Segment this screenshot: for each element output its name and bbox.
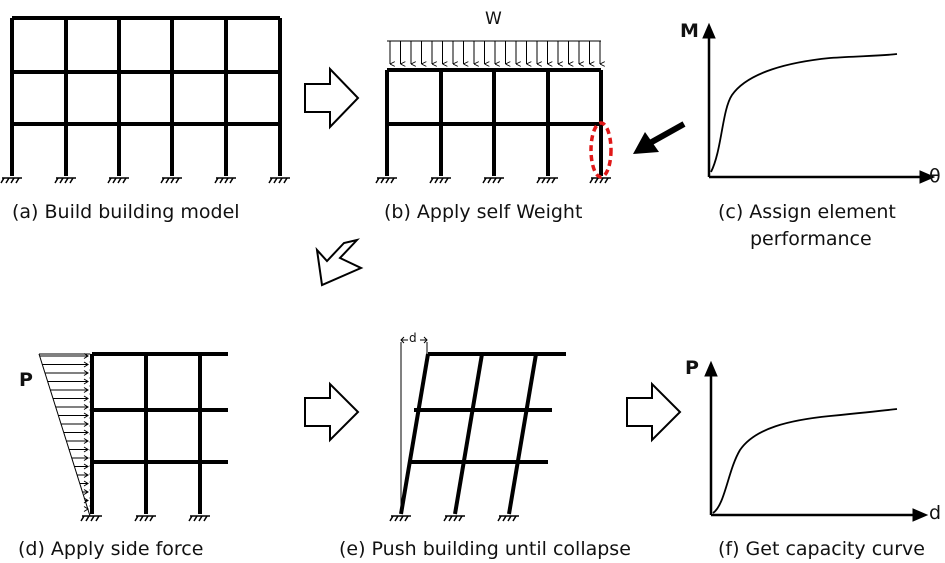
side-load-arrowhead	[83, 446, 89, 453]
caption-c-line1: (c) Assign element	[718, 201, 896, 223]
load-p-label: P	[19, 369, 33, 391]
graph-f-y-label: P	[685, 357, 699, 379]
frame-self-weight	[375, 40, 613, 184]
moment-rotation-graph	[702, 22, 936, 184]
caption-d: (d) Apply side force	[18, 538, 204, 560]
graph-c-y-label: M	[680, 20, 699, 42]
frame-pushover	[389, 336, 566, 522]
triangular-load-p	[38, 353, 91, 517]
caption-b: (b) Apply self Weight	[384, 201, 583, 223]
capacity-curve-graph	[704, 360, 929, 522]
side-load-arrowhead	[83, 421, 89, 427]
fixed-supports-e	[389, 515, 519, 522]
pointer-arrow	[633, 121, 686, 154]
load-w-label: W	[485, 9, 502, 29]
side-load-arrowhead	[83, 489, 89, 495]
side-load-arrowhead	[83, 480, 89, 487]
caption-f: (f) Get capacity curve	[718, 538, 925, 560]
side-load-arrowhead	[83, 438, 89, 444]
side-load-arrowhead	[83, 370, 89, 376]
side-load-arrowhead	[83, 412, 89, 419]
side-load-arrowhead	[83, 429, 89, 436]
step-arrow-d-to-e	[304, 381, 360, 443]
side-load-arrowhead	[83, 506, 89, 512]
caption-e: (e) Push building until collapse	[339, 538, 631, 560]
side-load-arrowhead	[83, 387, 89, 393]
disp-d-label: d	[409, 331, 417, 345]
frame-building-model	[0, 16, 290, 184]
step-arrow-b-to-d	[315, 238, 364, 287]
caption-a: (a) Build building model	[12, 201, 240, 223]
side-load-arrowhead	[83, 472, 89, 478]
frame-side-force	[38, 352, 228, 522]
displacement-dimension	[400, 336, 428, 344]
fixed-supports-b	[375, 177, 611, 184]
graph-f-x-label: d	[929, 502, 942, 524]
side-load-arrowhead	[83, 361, 89, 368]
side-load-arrowhead	[83, 497, 89, 504]
caption-c-line2: performance	[750, 228, 872, 250]
fixed-supports-d	[80, 515, 210, 522]
side-load-arrowhead	[83, 395, 89, 402]
step-arrow-a-to-b	[304, 66, 360, 130]
plastic-hinge-highlight	[589, 121, 613, 179]
fixed-supports-a	[0, 177, 290, 184]
step-arrow-e-to-f	[626, 381, 682, 443]
side-load-arrowhead	[83, 353, 89, 359]
side-load-arrowhead	[83, 378, 89, 385]
side-load-arrowhead	[83, 463, 89, 470]
graph-c-x-label: θ	[929, 165, 941, 187]
distributed-load-w	[387, 40, 601, 64]
side-load-arrowhead	[83, 404, 89, 410]
side-load-arrowhead	[83, 455, 89, 461]
